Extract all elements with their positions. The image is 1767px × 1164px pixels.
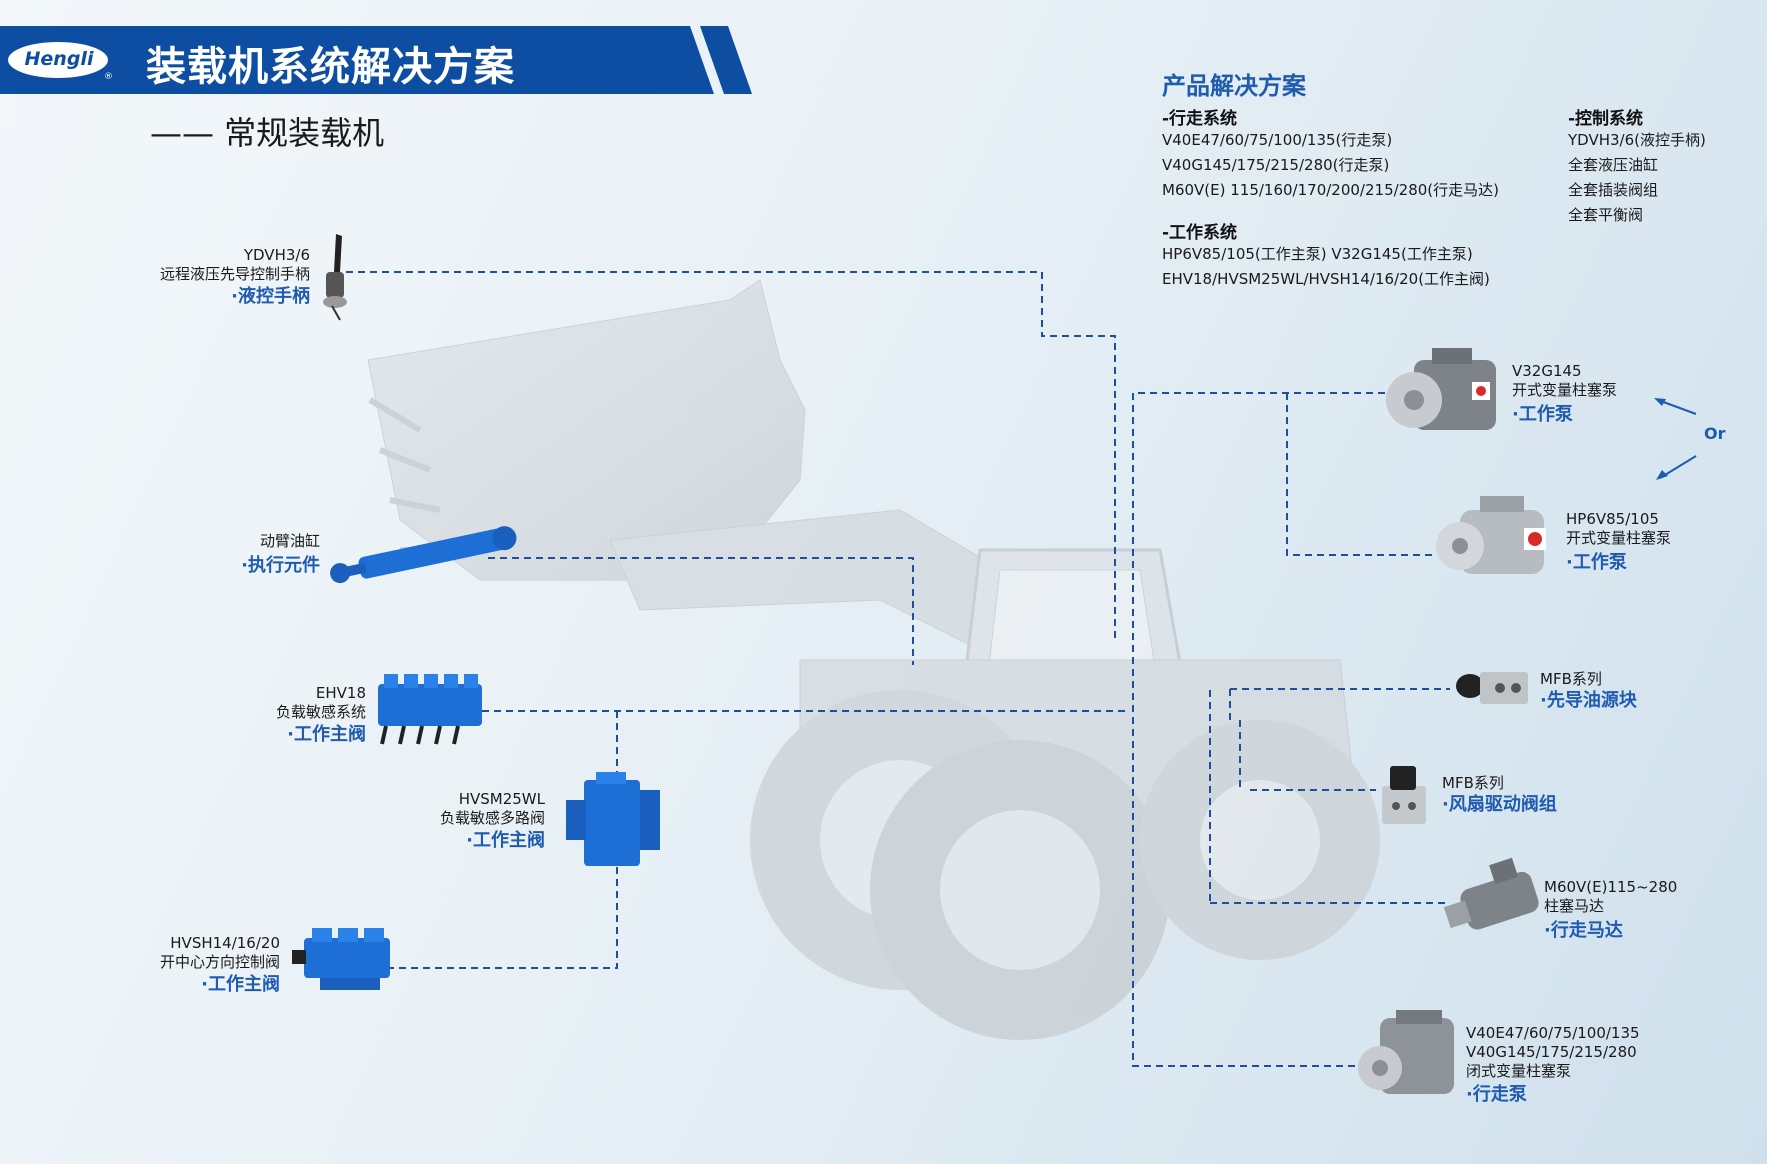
joystick-icon bbox=[323, 234, 347, 321]
control-system-heading: -控制系统 bbox=[1568, 109, 1644, 129]
hvsh-valve-icon bbox=[292, 928, 390, 990]
ehv18-desc: 负载敏感系统 bbox=[275, 703, 366, 721]
v40-pump-icon bbox=[1358, 1010, 1454, 1094]
v32g145-category: ·工作泵 bbox=[1512, 404, 1573, 425]
page-subtitle: —— 常规装载机 bbox=[150, 114, 385, 152]
joystick-model: YDVH3/6 bbox=[243, 246, 310, 264]
hp6v-model: HP6V85/105 bbox=[1566, 510, 1659, 528]
mfb-pilot-block-icon bbox=[1456, 672, 1528, 704]
ehv18-category: ·工作主阀 bbox=[287, 724, 366, 745]
cylinder-category: ·执行元件 bbox=[241, 555, 320, 576]
hvsh-desc: 开中心方向控制阀 bbox=[159, 953, 280, 971]
travel-system-heading: -行走系统 bbox=[1162, 109, 1238, 129]
v32g145-desc: 开式变量柱塞泵 bbox=[1512, 381, 1618, 399]
or-arrows bbox=[1654, 398, 1697, 480]
joystick-category: ·液控手柄 bbox=[231, 286, 310, 307]
work-system-item: EHV18/HVSM25WL/HVSH14/16/20(工作主阀) bbox=[1162, 270, 1490, 288]
v32g145-pump-icon bbox=[1386, 348, 1496, 430]
cylinder-line bbox=[488, 557, 914, 665]
work-system-item: HP6V85/105(工作主泵) V32G145(工作主泵) bbox=[1162, 245, 1473, 263]
m60v-desc: 柱塞马达 bbox=[1544, 897, 1605, 915]
v40-category: ·行走泵 bbox=[1466, 1084, 1527, 1105]
v32g145-model: V32G145 bbox=[1512, 362, 1582, 380]
m60v-model: M60V(E)115~280 bbox=[1544, 878, 1678, 896]
control-system-item: YDVH3/6(液控手柄) bbox=[1568, 131, 1706, 149]
control-system-item: 全套液压油缸 bbox=[1568, 156, 1659, 174]
mfb1-category: ·先导油源块 bbox=[1540, 690, 1637, 711]
registered-mark: ® bbox=[104, 72, 113, 82]
hp6v-pump-icon bbox=[1436, 496, 1546, 574]
v40-model-1: V40E47/60/75/100/135 bbox=[1466, 1024, 1640, 1042]
joystick-desc: 远程液压先导控制手柄 bbox=[159, 265, 310, 283]
cylinder-desc: 动臂油缸 bbox=[259, 532, 320, 550]
or-label: Or bbox=[1704, 424, 1726, 443]
travel-system-item: V40E47/60/75/100/135(行走泵) bbox=[1162, 131, 1393, 149]
hvsm25wl-valve-icon bbox=[566, 772, 660, 866]
hvsm25wl-model: HVSM25WL bbox=[458, 790, 545, 808]
v40-desc: 闭式变量柱塞泵 bbox=[1466, 1062, 1572, 1080]
control-system-item: 全套平衡阀 bbox=[1568, 206, 1644, 224]
m60v-category: ·行走马达 bbox=[1544, 920, 1623, 941]
m60v-motor-icon bbox=[1443, 857, 1539, 930]
hp6v-desc: 开式变量柱塞泵 bbox=[1566, 529, 1672, 547]
page-title: 装载机系统解决方案 bbox=[146, 44, 515, 90]
travel-system-item: M60V(E) 115/160/170/200/215/280(行走马达) bbox=[1162, 181, 1499, 199]
pump-trunk-line bbox=[1132, 392, 1433, 1067]
v40-model-2: V40G145/175/215/280 bbox=[1466, 1043, 1637, 1061]
solution-title: 产品解决方案 bbox=[1162, 72, 1306, 100]
ehv18-valve-icon bbox=[378, 674, 482, 745]
control-system-item: 全套插装阀组 bbox=[1568, 181, 1659, 199]
header-banner bbox=[0, 26, 752, 94]
hvsm25wl-desc: 负载敏感多路阀 bbox=[439, 809, 545, 827]
mfb1-model: MFB系列 bbox=[1540, 670, 1602, 688]
mfb2-model: MFB系列 bbox=[1442, 774, 1504, 792]
hp6v-line bbox=[1286, 393, 1432, 556]
travel-system-item: V40G145/175/215/280(行走泵) bbox=[1162, 156, 1390, 174]
mfb-fan-valve-icon bbox=[1382, 766, 1426, 824]
hp6v-category: ·工作泵 bbox=[1566, 552, 1627, 573]
wheel-loader-illustration bbox=[367, 280, 1380, 1040]
hvsh-category: ·工作主阀 bbox=[201, 974, 280, 995]
ehv18-model: EHV18 bbox=[315, 684, 366, 702]
mfb2-category: ·风扇驱动阀组 bbox=[1442, 794, 1557, 815]
hvsh-model: HVSH14/16/20 bbox=[170, 934, 280, 952]
hengli-logo: Hengli bbox=[24, 48, 94, 70]
boom-cylinder-icon bbox=[330, 526, 517, 584]
hvsm25wl-category: ·工作主阀 bbox=[466, 830, 545, 851]
work-system-heading: -工作系统 bbox=[1162, 223, 1238, 243]
joystick-line bbox=[346, 271, 1116, 640]
